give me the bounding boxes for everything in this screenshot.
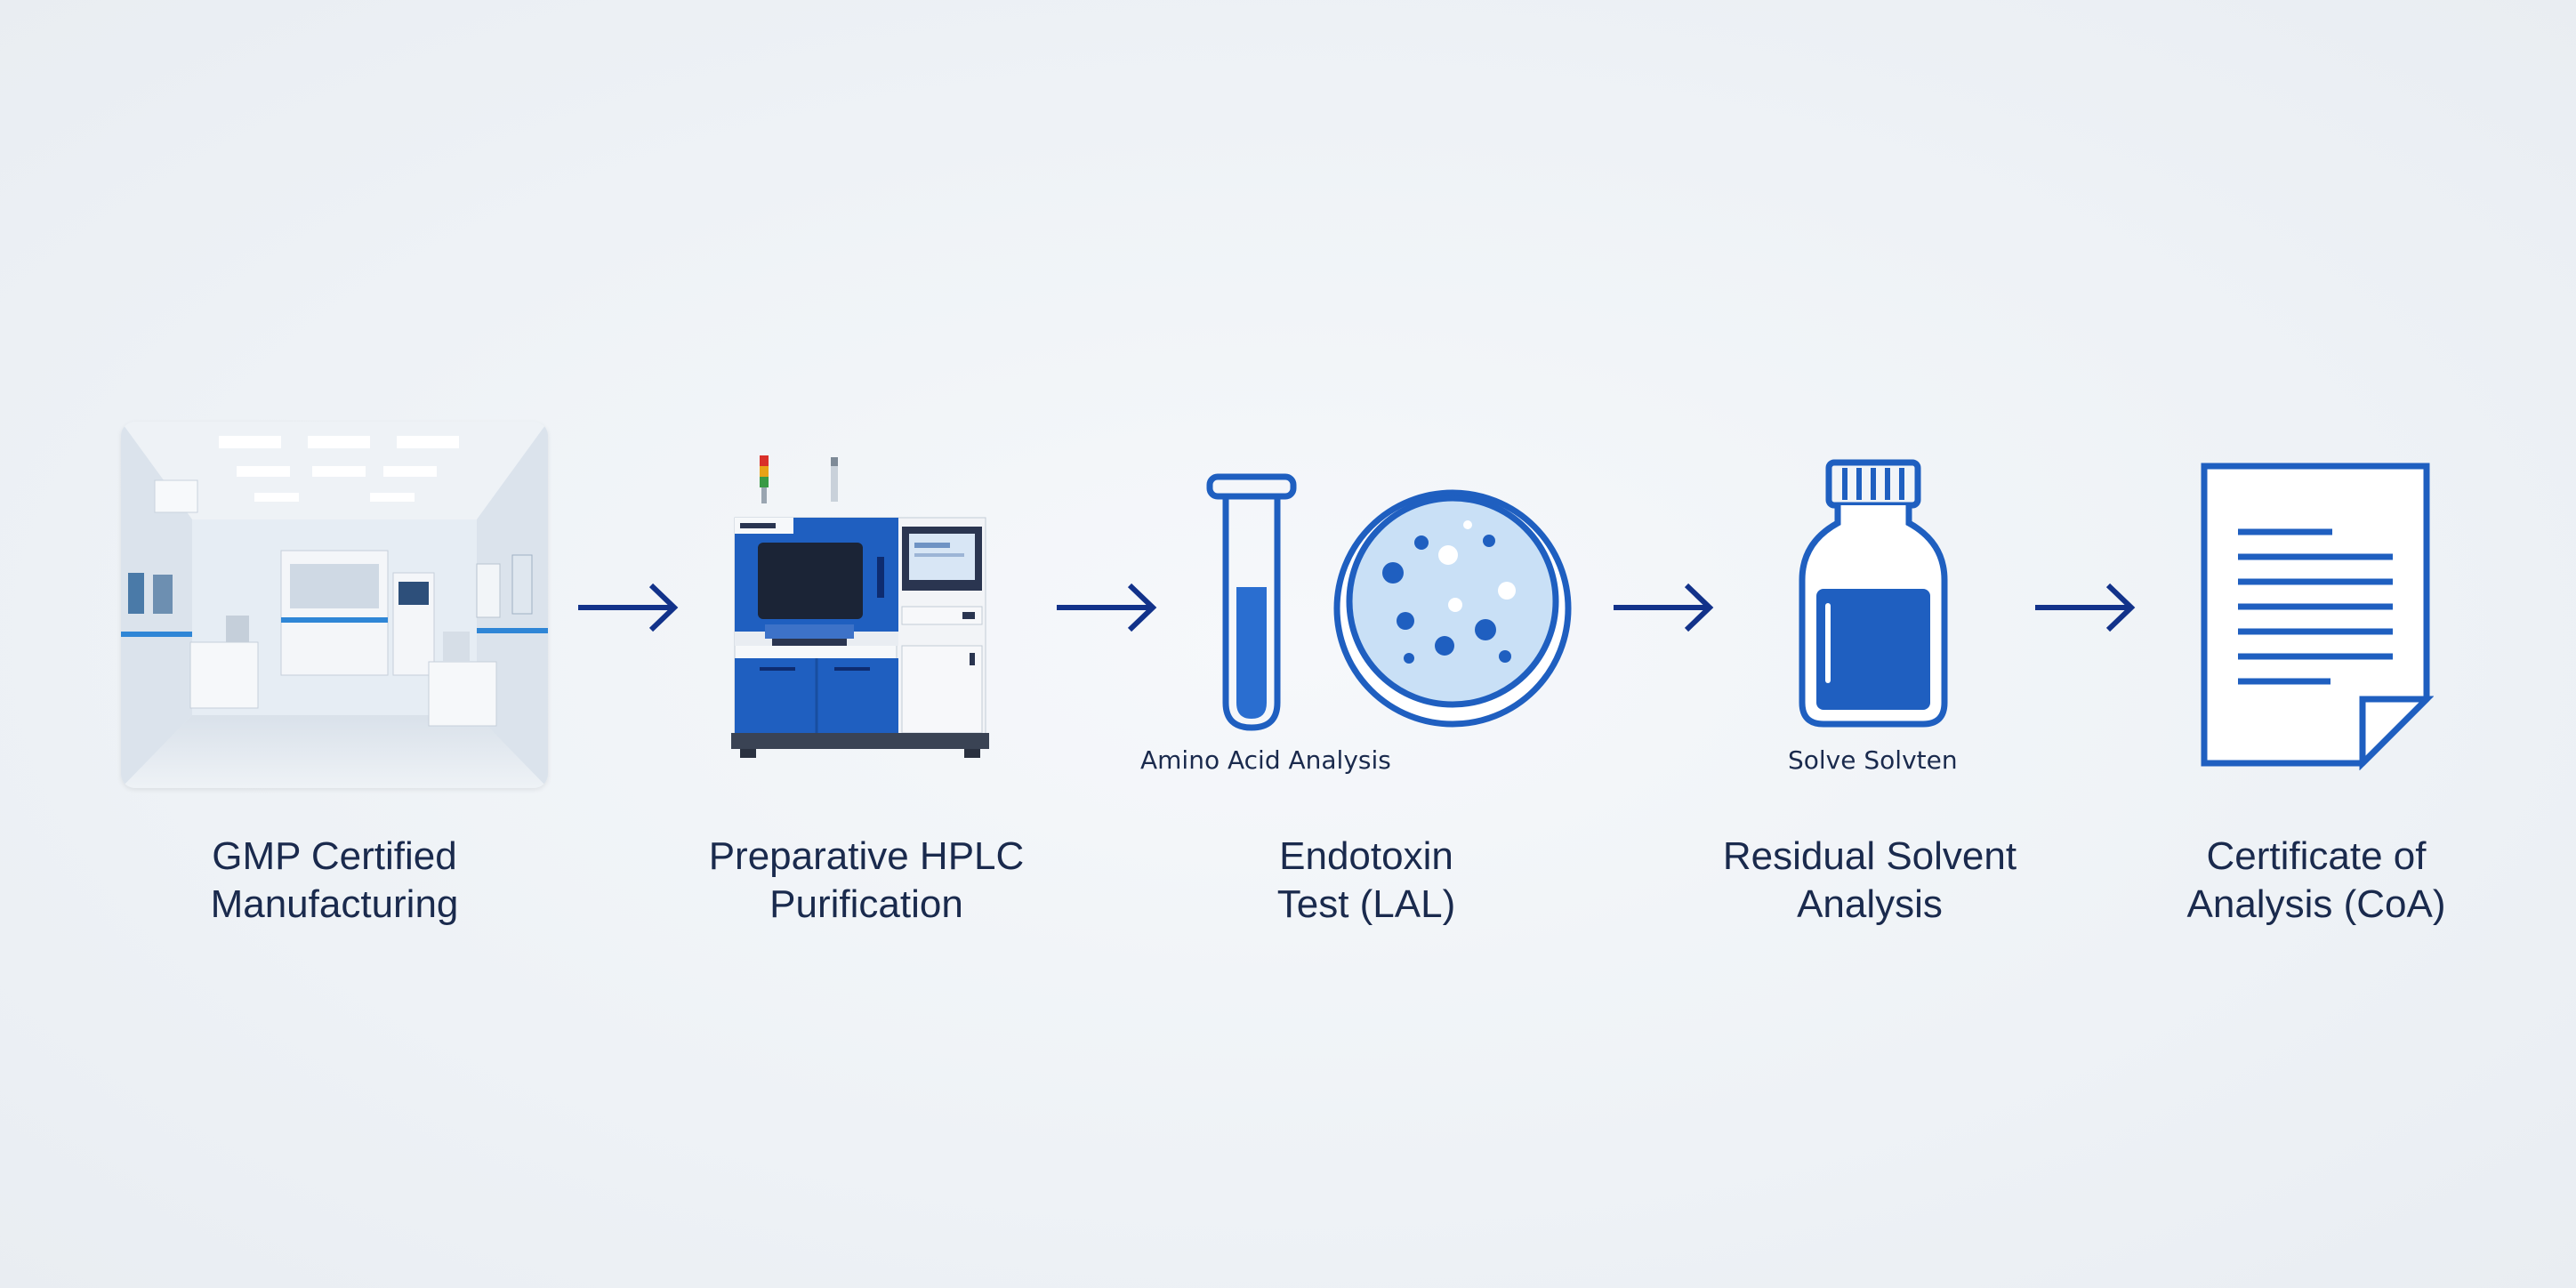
step-label-line: Certificate of <box>2206 834 2427 878</box>
step-label-line: Preparative HPLC <box>708 834 1025 878</box>
step-label-gmp: GMP Certified Manufacturing <box>157 833 512 929</box>
step-label-line: Analysis <box>1797 882 1943 926</box>
step-label-line: Test (LAL) <box>1276 882 1456 926</box>
step-label-endotoxin: Endotoxin Test (LAL) <box>1188 833 1544 929</box>
arrow-right-icon <box>2035 583 2136 632</box>
arrow-right-icon <box>1057 583 1157 632</box>
document-icon <box>2201 463 2434 770</box>
step-label-line: Endotoxin <box>1279 834 1453 878</box>
step-label-line: Analysis (CoA) <box>2186 882 2446 926</box>
step-label-coa: Certificate of Analysis (CoA) <box>2138 833 2494 929</box>
hplc-machine-icon <box>731 455 989 758</box>
step-label-line: Purification <box>769 882 963 926</box>
arrow-right-icon <box>578 583 679 632</box>
step-label-line: Residual Solvent <box>1722 834 2017 878</box>
step-label-hplc: Preparative HPLC Purification <box>671 833 1062 929</box>
arrow-right-icon <box>1614 583 1714 632</box>
step-label-residual-solvent: Residual Solvent Analysis <box>1674 833 2065 929</box>
step-label-line: Manufacturing <box>210 882 459 926</box>
solve-solvten-label: Solve Solvten <box>1788 745 1958 775</box>
bottle-icon <box>1799 459 1948 728</box>
test-tube-petri-dish-icon <box>1206 473 1572 731</box>
cleanroom-photo-icon <box>121 422 548 788</box>
amino-acid-analysis-label: Amino Acid Analysis <box>1140 745 1391 775</box>
step-label-line: GMP Certified <box>212 834 457 878</box>
